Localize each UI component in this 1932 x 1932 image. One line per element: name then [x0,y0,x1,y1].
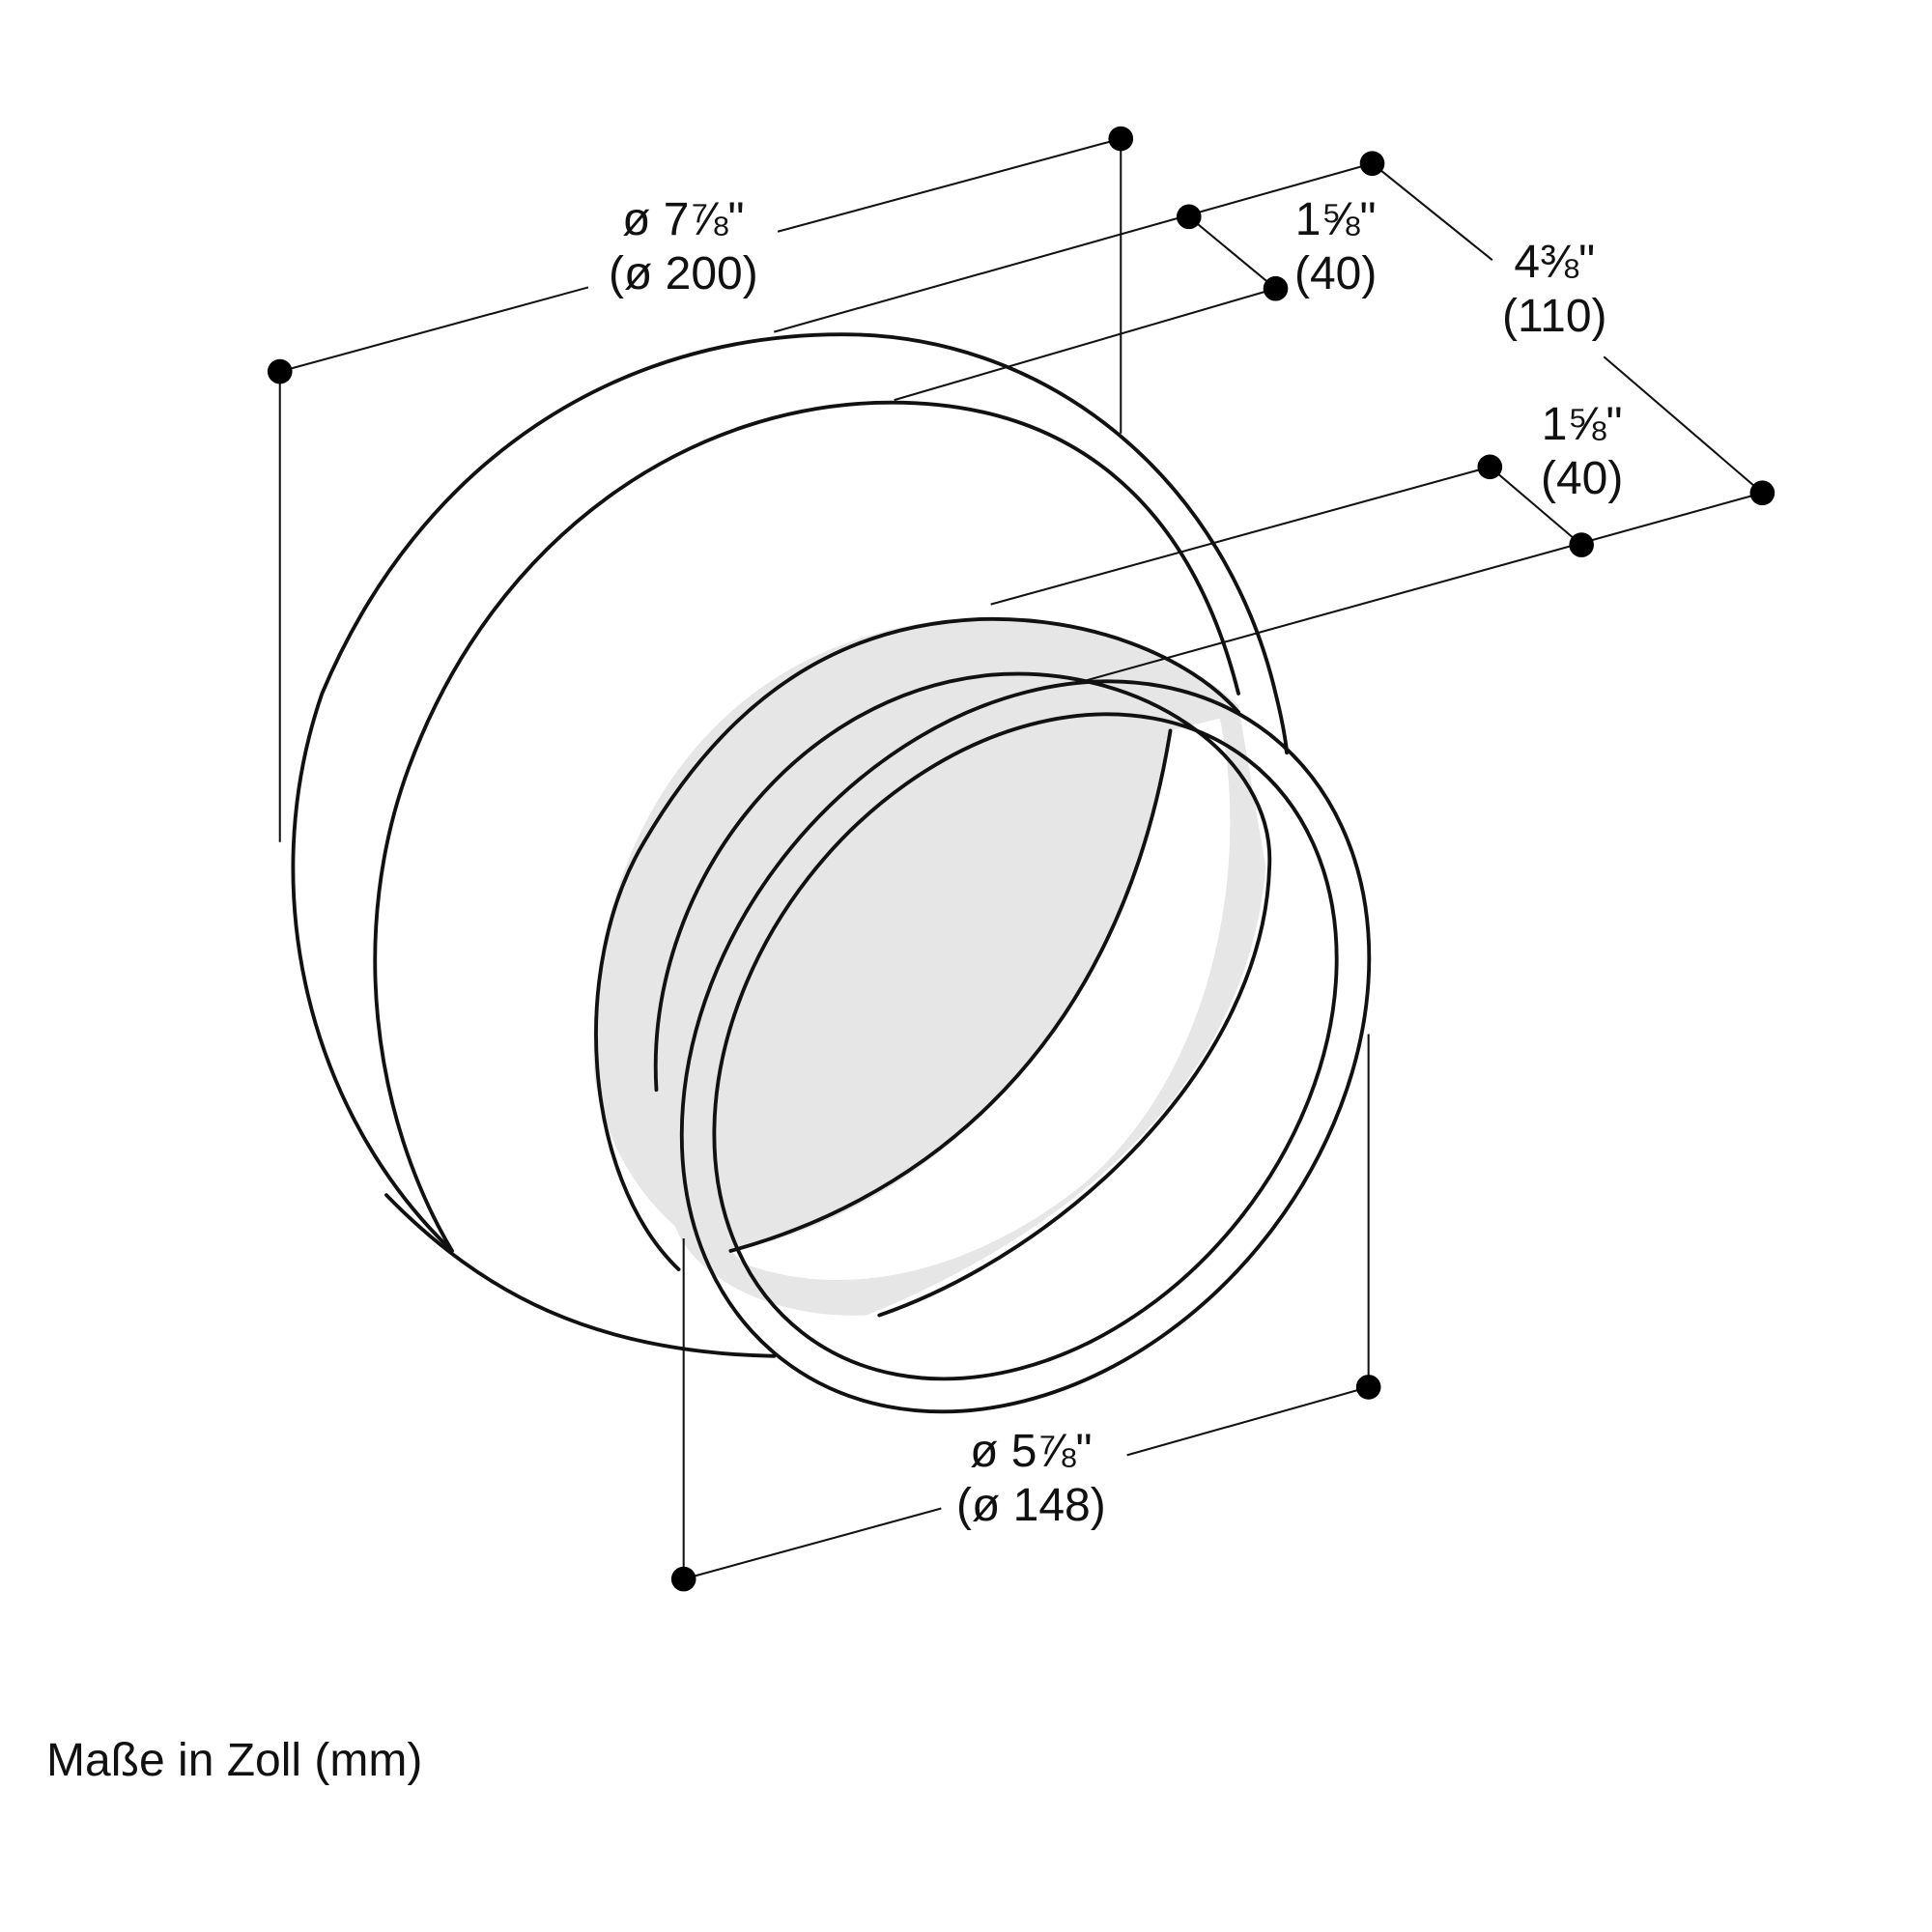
inner-diameter-mm: (ø 148) [956,1480,1106,1531]
total-depth-label: 4⅜" (110) [1502,236,1607,344]
dim-line [777,137,1122,233]
dimension-lines [278,137,1764,1580]
dim-line [1083,492,1763,683]
dim-line [1126,1385,1369,1457]
inner-diameter-label: ø 5⅞" (ø 148) [956,1425,1106,1533]
outer-diameter-mm: (ø 200) [609,248,758,299]
dim-dot [1355,1375,1381,1400]
front-ring-outer [679,679,1372,1414]
dim-line [1489,466,1582,546]
dim-line [774,162,1373,333]
outer-bottom-edge [384,1193,777,1358]
dim-dot [267,358,293,384]
spigot-depth-mm: (40) [1541,453,1624,504]
dim-line [1371,162,1493,262]
dim-dot [670,1566,696,1592]
dim-dot [1176,204,1202,230]
inner-diameter-inch: ø 5⅞" [970,1426,1093,1477]
dim-dot [1263,275,1289,301]
dim-line [1603,355,1764,495]
dim-line [279,286,589,373]
spigot-inner-edge [728,728,1173,1253]
dim-dot [1749,480,1776,506]
inner-band-mask [730,718,1231,1280]
collar-depth-mm: (40) [1294,248,1378,299]
spigot-depth-label: 1⅝" (40) [1541,398,1623,506]
dim-dot [1108,126,1134,152]
spigot-depth-inch: 1⅝" [1541,399,1623,450]
front-ring-inner [712,712,1339,1381]
dim-dot [1569,532,1594,557]
units-footnote: Maße in Zoll (mm) [46,1735,423,1786]
cone-step [373,400,1240,1253]
spigot-edge [594,616,1240,1272]
total-depth-inch: 4⅜" [1514,237,1596,288]
dim-dot [1477,454,1503,480]
dim-line [894,287,1276,402]
dim-line [683,1507,942,1580]
total-depth-mm: (110) [1502,291,1607,342]
dimension-dots [267,126,1776,1592]
collar-depth-label: 1⅝" (40) [1294,193,1377,301]
dim-line [1188,215,1277,290]
collar-depth-inch: 1⅝" [1294,194,1377,245]
outer-diameter-inch: ø 7⅞" [622,194,745,245]
outer-diameter-label: ø 7⅞" (ø 200) [609,193,758,301]
dim-dot [1359,151,1385,177]
dim-line [990,466,1491,606]
